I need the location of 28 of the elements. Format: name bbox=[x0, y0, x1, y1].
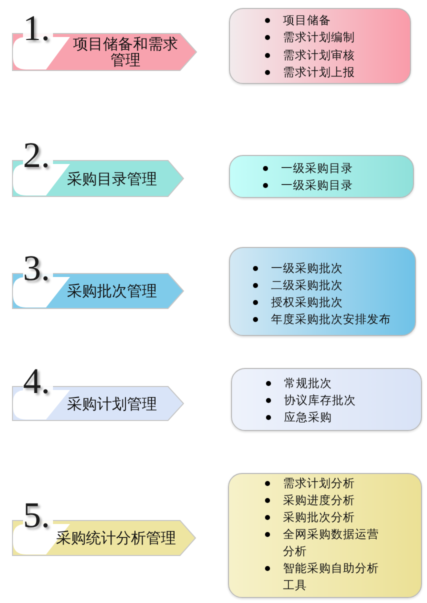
list-item: 采购进度分析 bbox=[265, 492, 355, 508]
list-item: 需求计划审核 bbox=[265, 46, 355, 64]
list-item: 一级采购目录 bbox=[263, 176, 353, 194]
banner-title: 采购统计分析管理 bbox=[56, 530, 176, 546]
list-item: 全网采购数据运营分析 bbox=[265, 526, 379, 560]
list-card bbox=[229, 155, 414, 198]
list-card bbox=[229, 8, 411, 84]
list-item: 需求计划编制 bbox=[265, 29, 355, 46]
list-card bbox=[228, 473, 422, 598]
banner-title: 项目储备和需求管理 bbox=[72, 36, 179, 68]
list-item: 采购批次分析 bbox=[265, 508, 355, 526]
list-item: 一级采购目录 bbox=[263, 160, 353, 176]
list-item: 一级采购批次 bbox=[253, 260, 343, 276]
list-item: 年度采购批次安排发布 bbox=[253, 310, 391, 328]
list-item: 需求计划分析 bbox=[265, 474, 355, 492]
list-card bbox=[229, 247, 416, 336]
list-item: 二级采购批次 bbox=[253, 276, 343, 294]
list-item: 应急采购 bbox=[266, 408, 332, 426]
list-item: 授权采购批次 bbox=[253, 294, 343, 310]
list-item: 协议库存批次 bbox=[266, 392, 356, 408]
banner-title: 采购目录管理 bbox=[67, 170, 157, 186]
list-item: 常规批次 bbox=[266, 374, 332, 392]
list-card bbox=[231, 368, 422, 431]
list-item: 需求计划上报 bbox=[265, 64, 355, 82]
list-item: 智能采购自助分析工具 bbox=[265, 560, 379, 594]
banner-title: 采购计划管理 bbox=[67, 396, 157, 412]
list-item: 项目储备 bbox=[265, 12, 331, 29]
banner-title: 采购批次管理 bbox=[67, 283, 157, 299]
